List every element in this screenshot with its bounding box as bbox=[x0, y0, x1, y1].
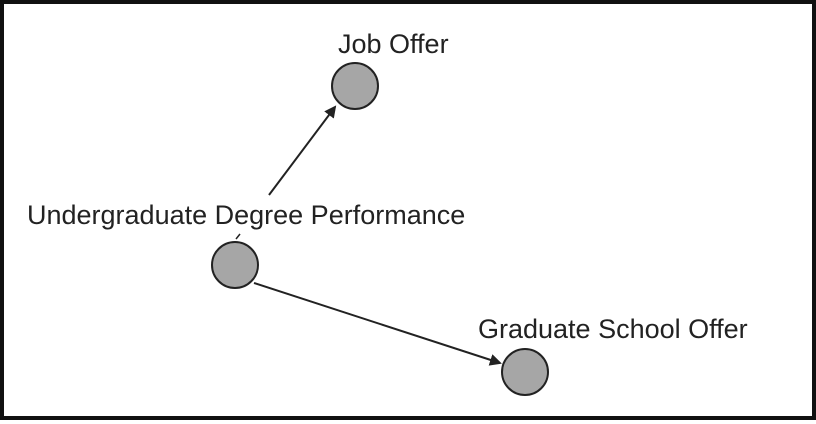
node-tick-mark bbox=[235, 233, 241, 240]
edge-undergrad-to-job bbox=[268, 105, 337, 196]
label-undergraduate-degree-performance: Undergraduate Degree Performance bbox=[27, 200, 465, 230]
diagram-canvas: Job Offer Undergraduate Degree Performan… bbox=[27, 29, 748, 396]
node-job-offer bbox=[331, 62, 379, 110]
node-undergraduate-degree-performance bbox=[211, 241, 259, 289]
node-graduate-school-offer bbox=[501, 348, 549, 396]
label-job-offer: Job Offer bbox=[338, 29, 449, 59]
label-graduate-school-offer: Graduate School Offer bbox=[478, 314, 748, 344]
edge-undergrad-to-grad bbox=[253, 282, 502, 366]
